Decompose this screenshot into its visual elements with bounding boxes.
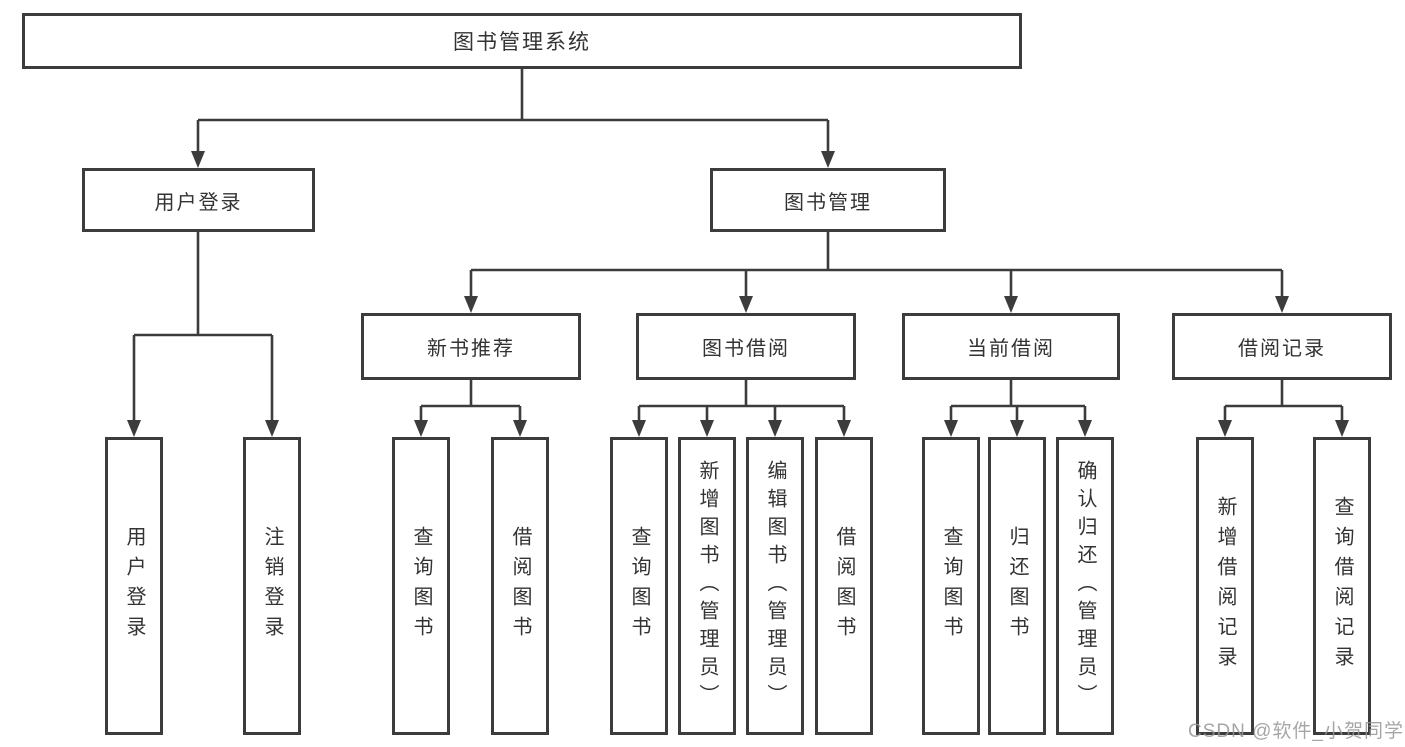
node-label: 图书借阅	[702, 338, 790, 360]
leaf-label: 注销登录	[261, 526, 283, 646]
arrow-down-icon	[837, 420, 851, 437]
arrow-down-icon	[944, 420, 958, 437]
leaf-query-books-current: 查询图书	[922, 437, 980, 735]
leaf-logout: 注销登录	[243, 437, 301, 735]
leaf-query-borrow-record: 查询借阅记录	[1313, 437, 1371, 735]
leaf-add-borrow-record: 新增借阅记录	[1196, 437, 1254, 735]
leaf-label: 新增借阅记录	[1214, 496, 1236, 676]
leaf-label: 新增图书（管理员）	[696, 460, 718, 712]
node-label: 图书管理系统	[453, 31, 591, 54]
node-book-borrowing: 图书借阅	[636, 313, 856, 380]
watermark: CSDN @软件_小贺同学	[1188, 721, 1404, 742]
arrowhead-icons	[127, 151, 1349, 437]
arrow-down-icon	[1275, 296, 1289, 313]
leaf-return-books: 归还图书	[988, 437, 1046, 735]
arrow-down-icon	[1010, 420, 1024, 437]
node-borrow-records: 借阅记录	[1172, 313, 1392, 380]
node-new-book-recommend: 新书推荐	[361, 313, 581, 380]
arrow-down-icon	[1004, 296, 1018, 313]
arrow-down-icon	[1335, 420, 1349, 437]
leaf-label: 借阅图书	[833, 526, 855, 646]
node-label: 用户登录	[154, 191, 243, 214]
arrow-down-icon	[739, 296, 753, 313]
leaf-add-books-admin: 新增图书（管理员）	[678, 437, 736, 735]
tree-edges	[132, 69, 1344, 424]
arrow-down-icon	[265, 420, 279, 437]
arrow-down-icon	[464, 296, 478, 313]
leaf-borrow-books-recommend: 借阅图书	[491, 437, 549, 735]
arrow-down-icon	[700, 420, 714, 437]
arrow-down-icon	[1218, 420, 1232, 437]
leaf-borrow-books-borrowing: 借阅图书	[815, 437, 873, 735]
arrow-down-icon	[1078, 420, 1092, 437]
arrow-down-icon	[821, 151, 835, 168]
node-label: 图书管理	[784, 191, 872, 214]
leaf-label: 归还图书	[1006, 526, 1028, 646]
leaf-label: 查询图书	[940, 526, 962, 646]
node-label: 新书推荐	[427, 338, 515, 360]
leaf-query-books-recommend: 查询图书	[392, 437, 450, 735]
leaf-user-login: 用户登录	[105, 437, 163, 735]
leaf-label: 确认归还（管理员）	[1074, 460, 1096, 712]
node-user-login: 用户登录	[82, 168, 315, 232]
leaf-label: 用户登录	[123, 526, 145, 646]
node-current-borrowing: 当前借阅	[902, 313, 1120, 380]
node-root-system: 图书管理系统	[22, 13, 1022, 69]
arrow-down-icon	[127, 420, 141, 437]
arrow-down-icon	[414, 420, 428, 437]
arrow-down-icon	[768, 420, 782, 437]
leaf-edit-books-admin: 编辑图书（管理员）	[746, 437, 804, 735]
arrow-down-icon	[191, 151, 205, 168]
arrow-down-icon	[632, 420, 646, 437]
node-label: 借阅记录	[1238, 338, 1326, 360]
leaf-confirm-return-admin: 确认归还（管理员）	[1056, 437, 1114, 735]
node-label: 当前借阅	[967, 338, 1055, 360]
leaf-label: 编辑图书（管理员）	[764, 460, 786, 712]
leaf-label: 查询图书	[410, 526, 432, 646]
leaf-label: 查询借阅记录	[1331, 496, 1353, 676]
node-book-management: 图书管理	[710, 168, 946, 232]
leaf-label: 查询图书	[628, 526, 650, 646]
leaf-label: 借阅图书	[509, 526, 531, 646]
leaf-query-books-borrowing: 查询图书	[610, 437, 668, 735]
arrow-down-icon	[513, 420, 527, 437]
